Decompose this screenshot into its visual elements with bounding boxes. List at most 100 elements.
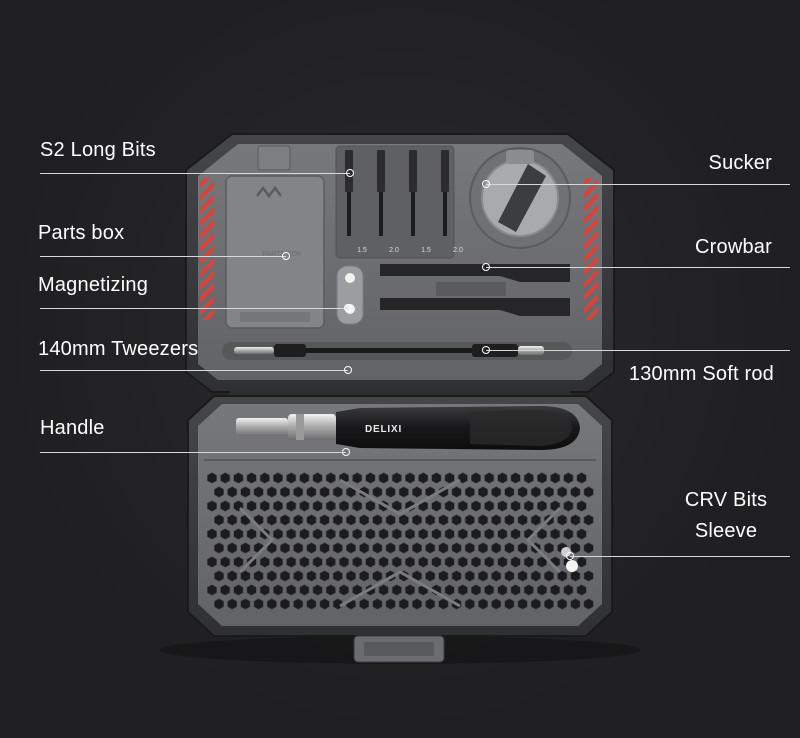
label-soft-rod: 130mm Soft rod <box>628 363 774 385</box>
magnetizer <box>336 265 364 325</box>
bit-socket <box>536 500 548 512</box>
bit-socket <box>491 598 502 610</box>
bit-socket <box>523 500 534 512</box>
bit-socket <box>504 542 515 554</box>
bit-socket <box>576 584 587 596</box>
bit-socket <box>233 528 244 540</box>
lid-latch <box>257 145 291 171</box>
bit-socket <box>464 542 475 554</box>
bit-socket <box>411 486 423 498</box>
bit-socket <box>378 556 389 568</box>
bit-socket <box>510 528 521 540</box>
bit-socket <box>484 584 495 596</box>
bit-socket <box>227 542 238 554</box>
bit-socket <box>425 514 436 526</box>
bit-socket <box>319 542 330 554</box>
bit-socket <box>227 486 238 498</box>
bit-socket <box>233 584 244 596</box>
leader-line-s2-long-bits <box>40 173 350 174</box>
leader-line-soft-rod <box>486 350 790 351</box>
bit-socket <box>451 542 462 554</box>
bit-socket <box>517 514 528 526</box>
bit-socket <box>530 486 541 498</box>
bit-socket <box>491 542 502 554</box>
leader-line-sucker <box>486 184 790 185</box>
bit-socket <box>523 472 534 484</box>
bit-socket <box>338 528 350 540</box>
anchor-crv-bits <box>566 552 574 560</box>
bit-socket <box>484 528 495 540</box>
bit-socket <box>583 542 594 554</box>
bit-socket <box>451 486 462 498</box>
bit-socket <box>227 570 238 582</box>
bit-socket <box>543 542 555 554</box>
bit-socket <box>272 556 284 568</box>
bit-socket <box>570 542 581 554</box>
bit-socket <box>207 556 217 568</box>
anchor-tweezers <box>344 366 352 374</box>
label-tweezers: 140mm Tweezers <box>38 338 199 360</box>
bit-socket <box>352 556 363 568</box>
label-magnetizing: Magnetizing <box>38 274 149 296</box>
bit-socket <box>510 556 521 568</box>
bit-socket <box>266 598 277 610</box>
bit-socket <box>470 584 482 596</box>
bit-socket <box>398 542 409 554</box>
bit-socket <box>457 500 468 512</box>
bit-socket <box>365 556 376 568</box>
bit-socket <box>504 570 515 582</box>
anchor-sucker <box>482 180 490 188</box>
bit-socket <box>338 500 350 512</box>
bit-socket <box>378 528 389 540</box>
bit-socket <box>444 528 455 540</box>
bit-size-1: 1.5 <box>357 247 367 254</box>
sucker <box>469 147 571 249</box>
bit-socket <box>563 584 574 596</box>
bit-socket <box>332 486 343 498</box>
bit-socket <box>286 472 297 484</box>
bit-socket <box>576 556 587 568</box>
bit-socket <box>312 528 323 540</box>
bit-socket <box>438 542 449 554</box>
bit-socket <box>214 598 224 610</box>
bit-socket <box>583 514 594 526</box>
bit-socket <box>293 598 304 610</box>
bit-socket <box>563 528 574 540</box>
bit-socket <box>411 542 423 554</box>
bit-socket <box>246 528 257 540</box>
bit-socket <box>365 500 376 512</box>
bit-socket <box>332 514 343 526</box>
bit-socket <box>345 570 357 582</box>
bit-socket <box>319 570 330 582</box>
bit-socket <box>279 514 291 526</box>
bit-socket <box>557 570 568 582</box>
bit-socket <box>477 598 489 610</box>
bit-socket <box>325 528 336 540</box>
bit-socket <box>398 514 409 526</box>
bit-socket <box>484 556 495 568</box>
bit-socket <box>306 486 317 498</box>
bit-socket <box>570 486 581 498</box>
bit-socket <box>457 584 468 596</box>
leader-line-tweezers <box>40 370 348 371</box>
bit-socket <box>299 500 310 512</box>
bit-socket <box>438 598 449 610</box>
bit-socket <box>497 528 508 540</box>
bit-socket <box>345 542 357 554</box>
bit-socket <box>510 584 521 596</box>
bit-socket <box>293 486 304 498</box>
bit-socket <box>306 598 317 610</box>
bit-socket <box>477 486 489 498</box>
accent-stripe-left <box>200 178 214 320</box>
bit-socket <box>418 556 429 568</box>
bit-socket <box>563 500 574 512</box>
bit-socket <box>279 486 291 498</box>
bit-socket <box>391 472 402 484</box>
bit-socket <box>378 472 389 484</box>
accent-stripe-right <box>584 178 598 320</box>
screwdriver-handle: DELIXI <box>236 406 580 450</box>
bit-socket <box>583 570 594 582</box>
leader-line-crv-bits <box>570 556 790 557</box>
bit-socket <box>227 598 238 610</box>
bit-socket <box>550 472 561 484</box>
